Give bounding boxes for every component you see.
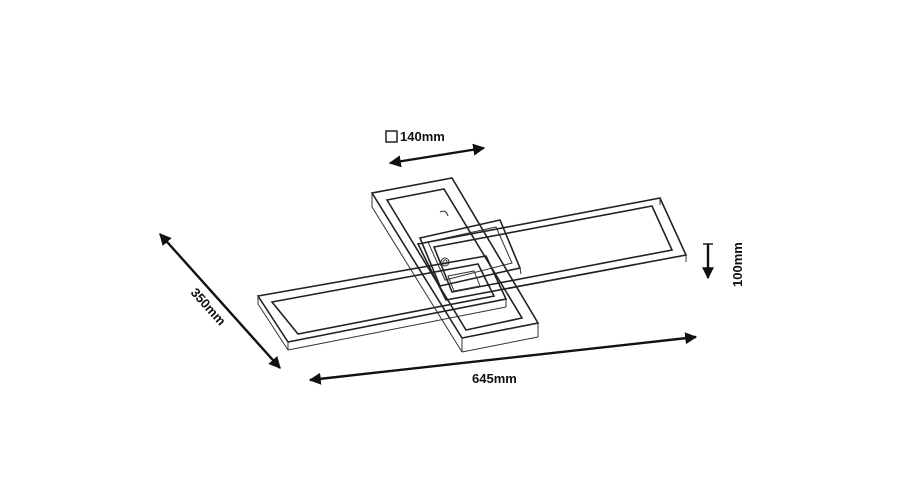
dimension-100mm-label: 100mm	[730, 242, 745, 287]
lamp-frame-connector	[447, 270, 481, 292]
lamp-frame-upper	[370, 177, 540, 353]
ceiling-lamp-drawing	[256, 177, 688, 353]
square-profile-icon	[385, 130, 398, 143]
dimension-140mm-arrow	[388, 143, 486, 168]
lamp-frame-right	[416, 197, 688, 301]
dimension-350mm-arrow	[159, 233, 281, 369]
dimension-140mm: 140mm	[385, 129, 486, 168]
dimension-645mm-label: 645mm	[472, 371, 517, 386]
dimension-140mm-label: 140mm	[400, 129, 445, 144]
dimension-645mm: 645mm	[308, 332, 698, 386]
dimension-350mm-label: 350mm	[188, 285, 229, 328]
dimension-645mm-arrow	[308, 332, 698, 385]
dimension-100mm: 100mm	[702, 242, 745, 287]
